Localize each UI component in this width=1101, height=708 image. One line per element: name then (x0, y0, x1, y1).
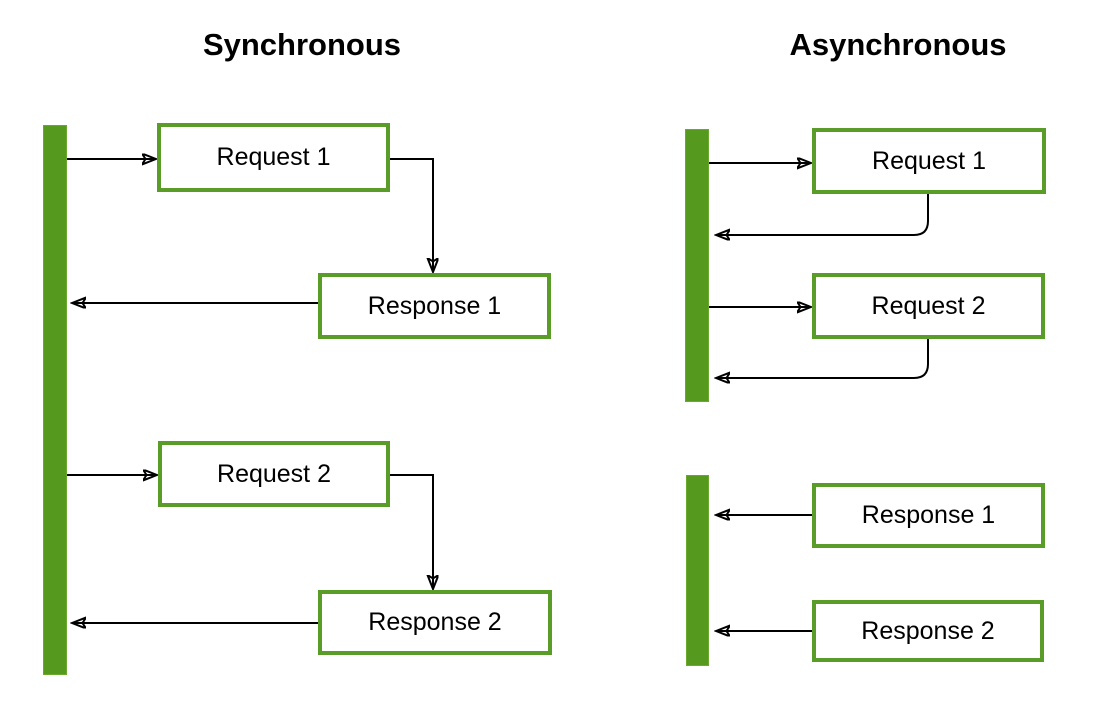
sync-lifeline-bar (43, 125, 67, 675)
sync-request-2-label: Request 2 (217, 459, 331, 488)
async-request-1-label: Request 1 (872, 146, 986, 175)
async-response-2-label: Response 2 (861, 616, 995, 645)
connector-sync-request2-to-response2 (390, 474, 433, 588)
synchronous-title: Synchronous (202, 27, 402, 62)
async-request-2-box: Request 2 (812, 273, 1045, 339)
async-response-1-box: Response 1 (812, 483, 1045, 548)
sync-response-1-label: Response 1 (367, 291, 502, 320)
sync-request-2-box: Request 2 (158, 441, 390, 507)
asynchronous-title: Asynchronous (789, 27, 1007, 62)
sync-request-1-box: Request 1 (157, 123, 390, 192)
connector-sync-request1-to-response1 (390, 158, 433, 271)
connector-async-request2-ack (717, 339, 929, 378)
async-response-2-box: Response 2 (812, 600, 1044, 662)
async-request-1-box: Request 1 (812, 128, 1046, 194)
sync-response-1-box: Response 1 (318, 273, 551, 339)
connector-async-request1-ack (717, 194, 929, 235)
async-lifeline-bar-2 (686, 475, 709, 666)
async-request-2-label: Request 2 (871, 291, 986, 320)
async-lifeline-bar-1 (685, 129, 709, 402)
sync-response-2-box: Response 2 (318, 590, 552, 655)
async-response-1-label: Response 1 (861, 501, 996, 529)
sync-response-2-label: Response 2 (368, 608, 502, 636)
sync-request-1-label: Request 1 (216, 143, 331, 171)
